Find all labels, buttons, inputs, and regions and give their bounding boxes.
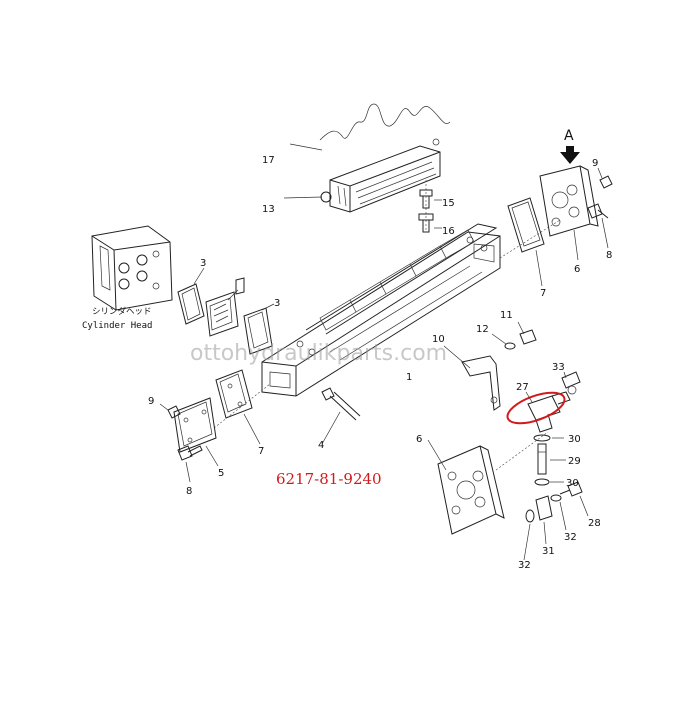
- callout-9a: 9: [148, 396, 154, 407]
- callout-4: 4: [318, 440, 324, 451]
- leader-6b: [427, 439, 447, 471]
- bolt-9-right: [599, 175, 613, 189]
- leader-7b: [535, 249, 543, 287]
- bolt-16: [418, 213, 434, 233]
- break-line: [319, 103, 451, 141]
- callout-16: 16: [442, 226, 455, 237]
- leader-11: [517, 321, 525, 335]
- callout-9b: 9: [592, 158, 598, 169]
- leader-4: [321, 411, 341, 445]
- callout-8b: 8: [606, 250, 612, 261]
- callout-29: 29: [568, 456, 581, 467]
- cylinder-head-label-jp: シリンダヘッド: [92, 306, 152, 317]
- gasket-3-left: [177, 283, 205, 325]
- leader-8a: [185, 461, 191, 483]
- washer-32-left: [525, 509, 535, 523]
- leader-28: [579, 495, 589, 517]
- callout-30b: 30: [566, 478, 579, 489]
- leader-7a: [243, 413, 261, 445]
- cylinder-head: [91, 225, 173, 311]
- callout-8a: 8: [186, 486, 192, 497]
- bolt-8-left: [177, 445, 203, 461]
- view-arrow-a: A: [560, 128, 580, 164]
- leader-27: [525, 391, 533, 403]
- callout-15: 15: [442, 198, 455, 209]
- gasket-3-right: [243, 307, 273, 355]
- aftercooler-core: [320, 138, 441, 213]
- leader-32a: [559, 501, 567, 531]
- bracket-10: [461, 355, 501, 411]
- gasket-7-left: [215, 369, 253, 419]
- cover-6-right: [539, 165, 599, 237]
- callout-17: 17: [262, 155, 275, 166]
- leader-8b: [601, 217, 609, 249]
- part-33: [561, 371, 581, 395]
- leader-10: [443, 345, 471, 369]
- callout-32a: 32: [564, 532, 577, 543]
- callout-27: 27: [516, 382, 529, 393]
- axis-right: [499, 219, 561, 259]
- axis-lower: [495, 431, 549, 471]
- callout-7b: 7: [540, 288, 546, 299]
- bolt-8-right: [587, 203, 609, 219]
- highlight-ring: [506, 391, 566, 425]
- callout-10: 10: [432, 334, 445, 345]
- cover-plate-5: [173, 397, 217, 453]
- seal-30: [533, 434, 551, 442]
- callout-6a: 6: [574, 264, 580, 275]
- leader-31: [543, 521, 547, 545]
- callout-32b: 32: [518, 560, 531, 571]
- connector-31: [535, 495, 553, 521]
- leader-17: [289, 143, 323, 151]
- leader-33: [563, 371, 567, 379]
- manifold-housing: [261, 223, 501, 397]
- leader-3a: [193, 267, 205, 285]
- leader-32b: [523, 523, 531, 561]
- seal-30-lower: [534, 478, 550, 486]
- callout-7a: 7: [258, 446, 264, 457]
- leader-13: [283, 196, 323, 199]
- part-number-label: 6217-81-9240: [276, 470, 382, 488]
- leader-12: [491, 333, 507, 345]
- leader-6a: [573, 229, 579, 261]
- small-square-part: [235, 277, 245, 295]
- leader-9a: [159, 403, 169, 411]
- callout-3b: 3: [274, 298, 280, 309]
- callout-1: 1: [406, 372, 412, 383]
- callout-3a: 3: [200, 258, 206, 269]
- callout-6b: 6: [416, 434, 422, 445]
- callout-13: 13: [262, 204, 275, 215]
- callout-11: 11: [500, 310, 513, 321]
- gasket-7-right: [507, 197, 545, 253]
- washer-12: [504, 342, 516, 350]
- view-marker-label: A: [564, 128, 574, 144]
- cylinder-head-label-en: Cylinder Head: [82, 321, 152, 331]
- callout-33: 33: [552, 362, 565, 373]
- pipe-29: [537, 443, 547, 475]
- leader-5: [205, 445, 219, 467]
- leader-3b: [261, 303, 275, 311]
- bolt-15: [419, 189, 433, 209]
- bolt-9-left: [167, 405, 181, 419]
- callout-12: 12: [476, 324, 489, 335]
- callout-5: 5: [218, 468, 224, 479]
- cover-plate-small: [205, 291, 239, 337]
- leader-9b: [597, 167, 603, 179]
- bolt-4: [321, 387, 361, 421]
- callout-28: 28: [588, 518, 601, 529]
- callout-31: 31: [542, 546, 555, 557]
- bolt-28: [559, 481, 583, 497]
- bolt-11: [519, 329, 537, 345]
- cover-6-lower: [437, 445, 505, 535]
- callout-30a: 30: [568, 434, 581, 445]
- washer-32-right: [550, 494, 562, 502]
- watermark-text: ottohydraulikparts.com: [190, 341, 447, 366]
